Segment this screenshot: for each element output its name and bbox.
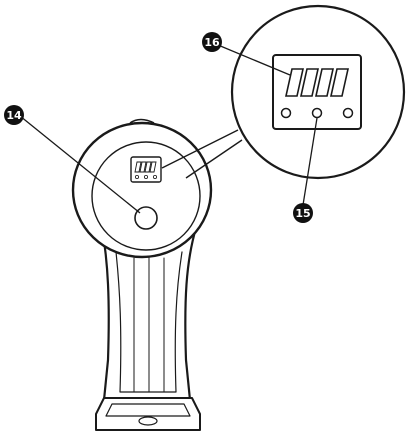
callout-16-label: 16 bbox=[204, 36, 220, 49]
power-button bbox=[134, 206, 158, 230]
magnifier-connectors bbox=[161, 129, 243, 179]
callout-leaders bbox=[19, 44, 318, 214]
callout-15-label: 15 bbox=[295, 207, 310, 220]
device-base bbox=[95, 397, 201, 431]
device-head bbox=[71, 118, 213, 259]
callout-14-label: 14 bbox=[6, 109, 22, 122]
callout-16: 16 bbox=[202, 32, 222, 52]
indicator-light-left bbox=[280, 107, 292, 119]
zoomed-battery-panel bbox=[272, 54, 362, 130]
head-battery-panel bbox=[130, 156, 162, 183]
indicator-light-right bbox=[342, 107, 354, 119]
callout-15: 15 bbox=[293, 203, 313, 223]
indicator-light-center bbox=[311, 107, 323, 119]
callout-14: 14 bbox=[4, 105, 24, 125]
battery-bars bbox=[285, 68, 349, 97]
